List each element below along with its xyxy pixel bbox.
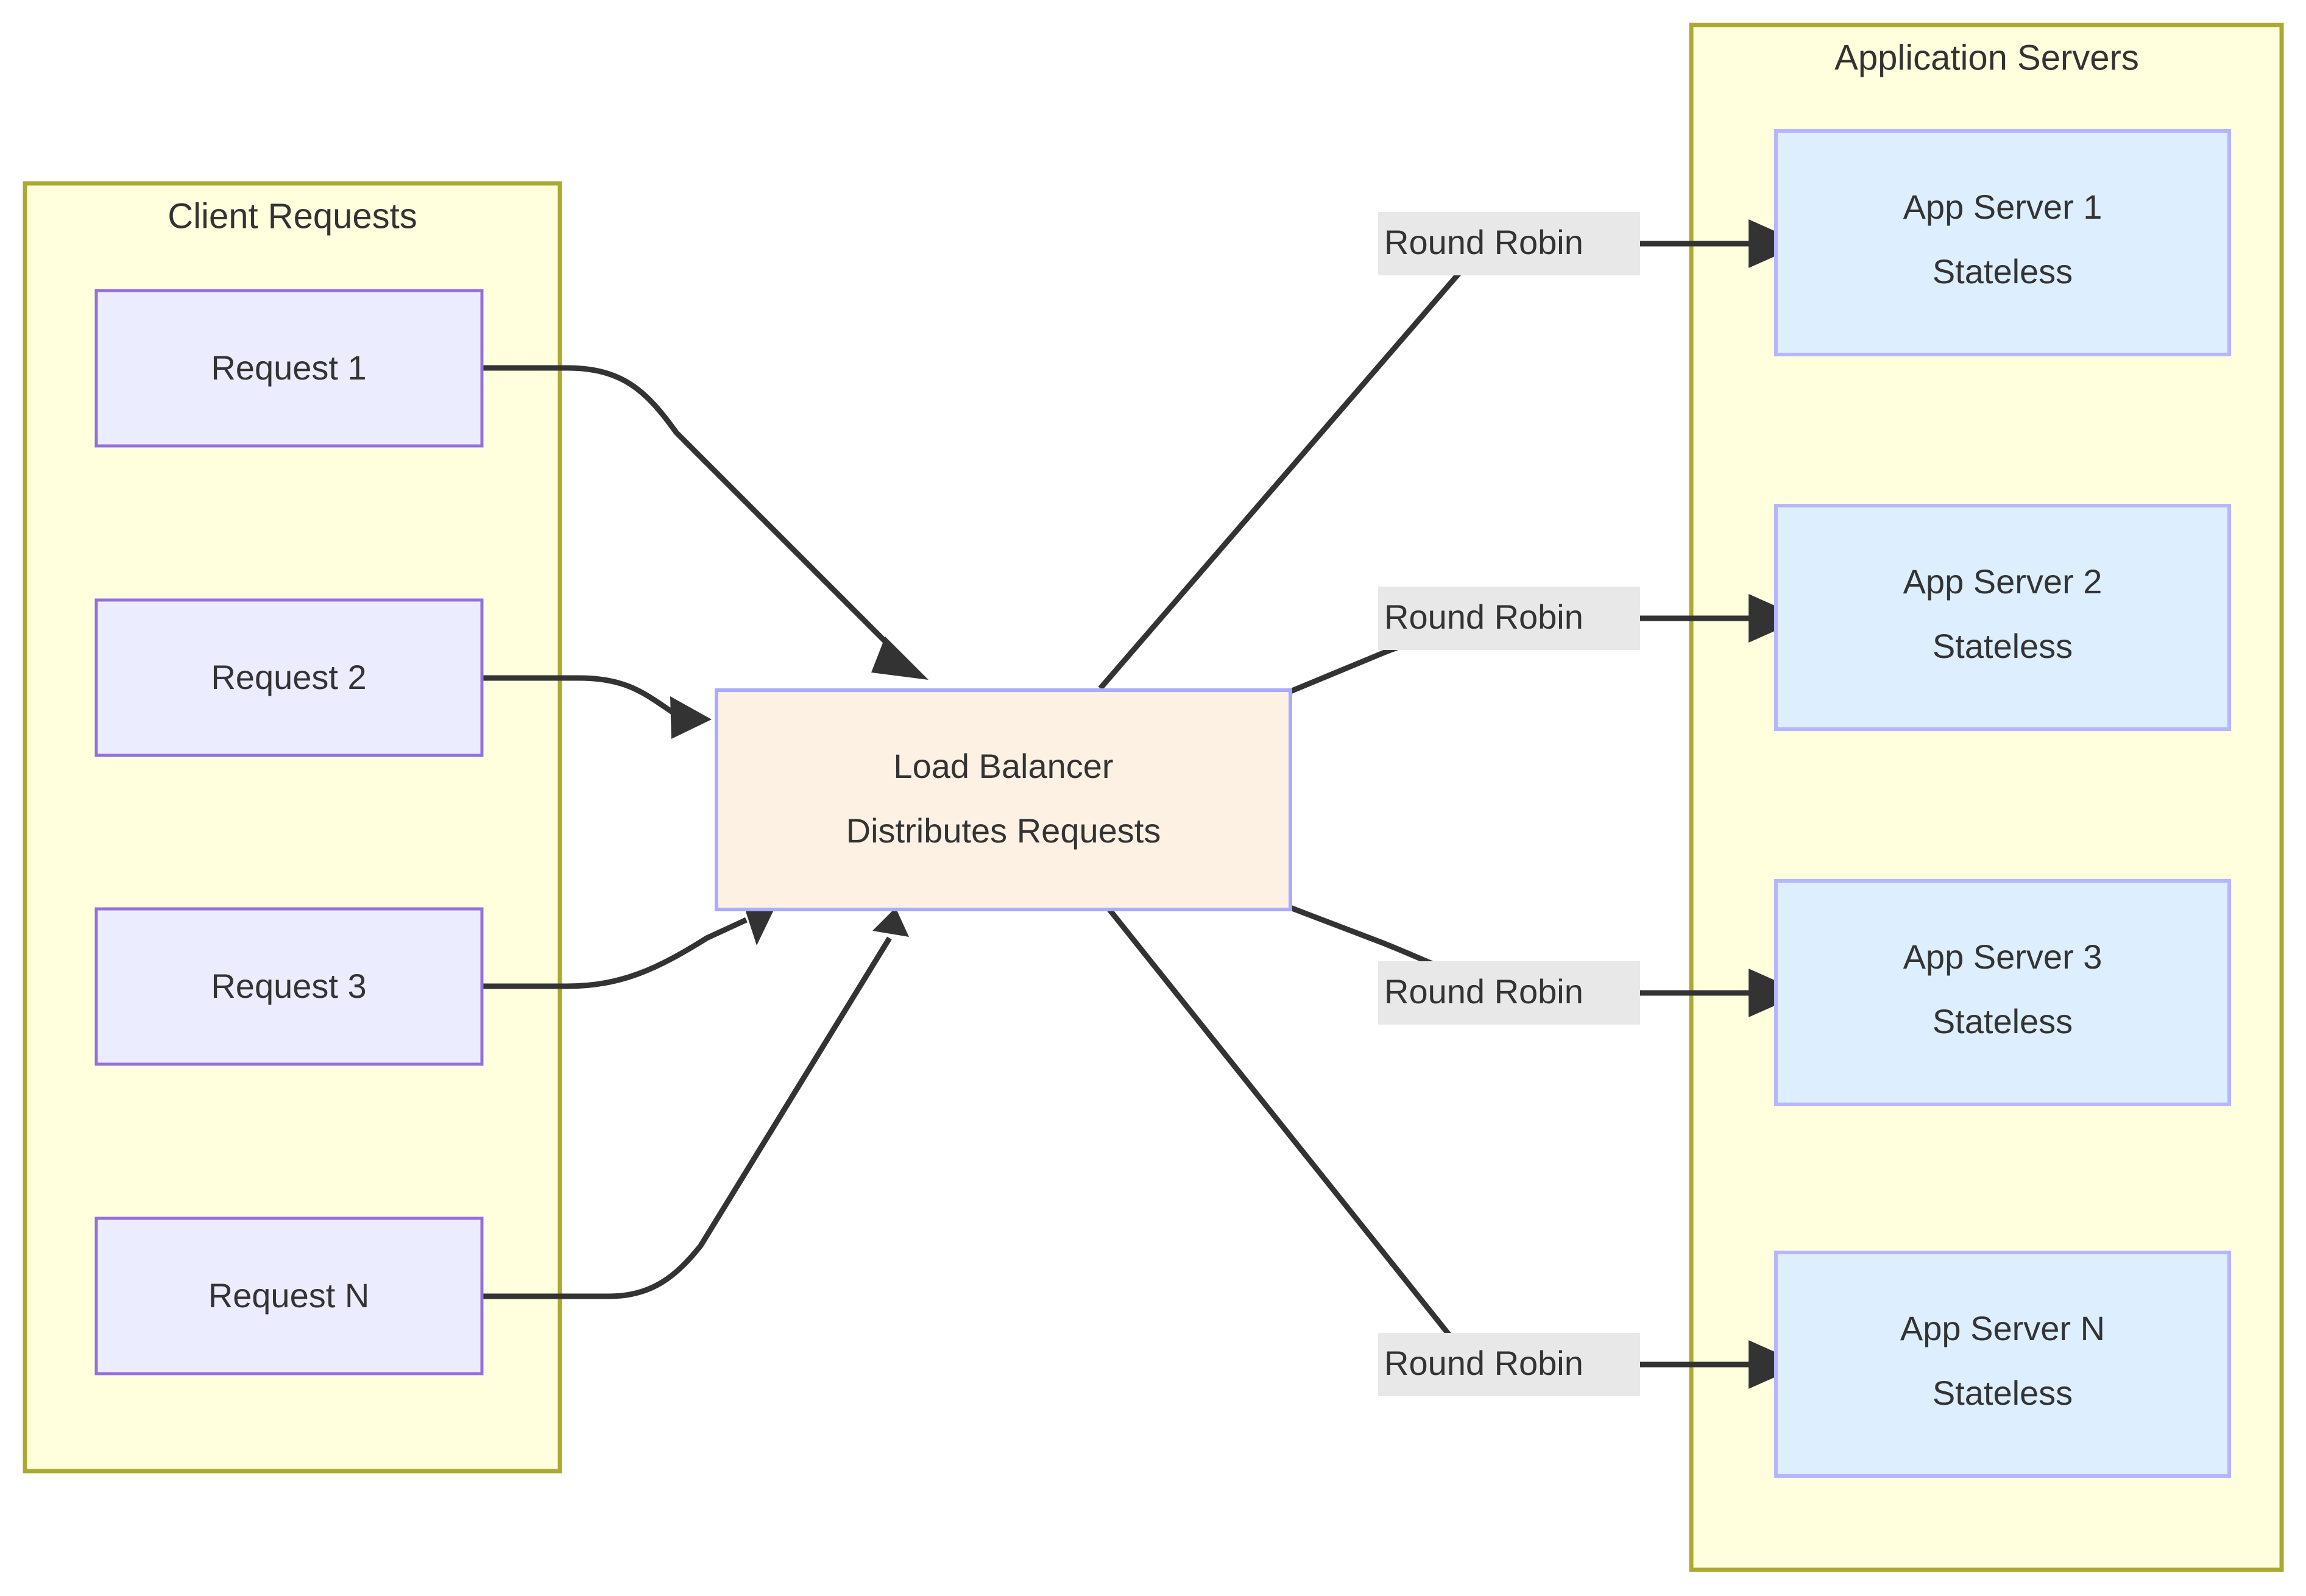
edge-label-round-robin-4-bg: [1378, 1333, 1640, 1396]
node-app-server-2-label-line2: Stateless: [1933, 627, 2073, 665]
node-app-server-2[interactable]: App Server 2 Stateless: [1774, 504, 2231, 731]
node-request-n-box[interactable]: [94, 1216, 484, 1375]
node-request-2[interactable]: Request 2: [94, 598, 484, 757]
edges-requests-to-load-balancer: [359, 365, 928, 1299]
edge-label-round-robin-3-bg: [1378, 961, 1640, 1025]
edge-label-round-robin-4: Round Robin: [1378, 1333, 1640, 1396]
edge-label-round-robin-2-bg: [1378, 587, 1640, 650]
edge-label-round-robin-1-text: Round Robin: [1384, 223, 1583, 261]
node-request-1[interactable]: Request 1: [94, 289, 484, 448]
node-request-2-label: Request 2: [211, 658, 366, 696]
node-app-server-n[interactable]: App Server N Stateless: [1774, 1251, 2231, 1478]
node-app-server-1-label-line1: App Server 1: [1903, 188, 2103, 226]
edge-label-round-robin-1: Round Robin: [1378, 212, 1640, 275]
edge-label-round-robin-4-text: Round Robin: [1384, 1344, 1583, 1382]
node-app-server-1-label-line2: Stateless: [1933, 252, 2073, 291]
node-app-server-1[interactable]: App Server 1 Stateless: [1774, 129, 2231, 356]
node-app-server-1-box[interactable]: [1774, 129, 2231, 356]
node-app-server-3-label-line1: App Server 3: [1903, 937, 2103, 976]
edge-request-3-arrowhead: [744, 908, 774, 945]
edge-label-round-robin-3: Round Robin: [1378, 961, 1640, 1025]
node-request-n[interactable]: Request N: [94, 1216, 484, 1375]
node-request-3[interactable]: Request 3: [94, 907, 484, 1066]
edge-request-2-arrowhead: [670, 696, 712, 739]
node-request-3-box[interactable]: [94, 907, 484, 1066]
edge-label-round-robin-2-text: Round Robin: [1384, 598, 1583, 636]
node-app-server-2-label-line1: App Server 2: [1903, 562, 2103, 601]
node-app-server-n-box[interactable]: [1774, 1251, 2231, 1478]
cluster-application-servers-title: Application Servers: [1834, 38, 2139, 77]
edge-request-2-to-load-balancer: [359, 675, 675, 715]
node-request-1-box[interactable]: [94, 289, 484, 448]
node-app-server-n-label-line2: Stateless: [1933, 1374, 2073, 1412]
edge-label-round-robin-3-text: Round Robin: [1384, 972, 1583, 1011]
edge-label-round-robin-2: Round Robin: [1378, 587, 1640, 650]
node-load-balancer-label-line1: Load Balancer: [893, 747, 1113, 785]
edge-label-round-robin-1-bg: [1378, 212, 1640, 275]
node-app-server-3[interactable]: App Server 3 Stateless: [1774, 879, 2231, 1106]
node-request-n-label: Request N: [208, 1276, 370, 1315]
edge-request-3-to-load-balancer: [359, 917, 748, 989]
node-app-server-n-label-line1: App Server N: [1900, 1309, 2105, 1347]
edge-request-1-arrowhead: [871, 637, 928, 680]
cluster-client-requests-title: Client Requests: [168, 196, 417, 236]
node-load-balancer[interactable]: Load Balancer Distributes Requests: [715, 688, 1292, 911]
node-load-balancer-label-line2: Distributes Requests: [846, 811, 1161, 850]
edge-request-n-to-load-balancer: [359, 936, 892, 1299]
node-app-server-2-box[interactable]: [1774, 504, 2231, 731]
node-app-server-3-box[interactable]: [1774, 879, 2231, 1106]
node-request-3-label: Request 3: [211, 967, 366, 1005]
node-app-server-3-label-line2: Stateless: [1933, 1002, 2073, 1040]
node-request-1-label: Request 1: [211, 348, 366, 387]
edge-request-1-to-load-balancer: [359, 365, 892, 648]
node-load-balancer-box[interactable]: [715, 688, 1292, 911]
edge-request-n-arrowhead: [872, 908, 909, 937]
node-request-2-box[interactable]: [94, 598, 484, 757]
